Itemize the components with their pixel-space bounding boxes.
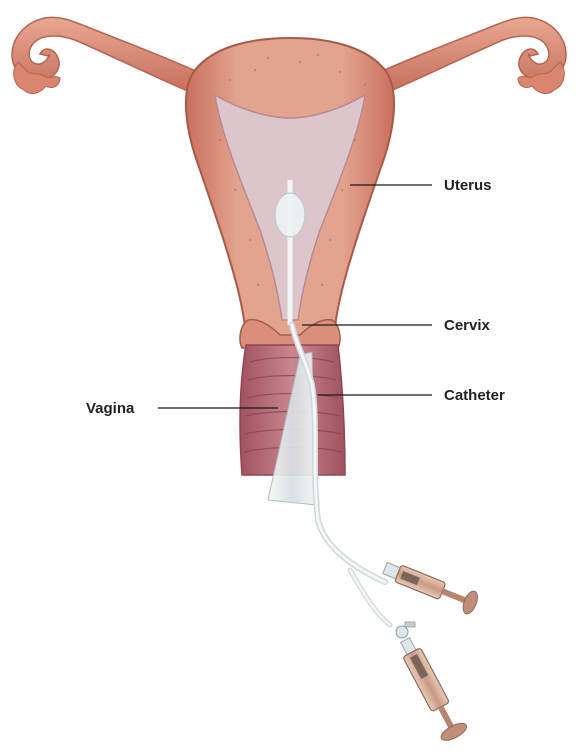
syringe-upper [381, 557, 481, 616]
fallopian-tube-right [373, 17, 566, 93]
fallopian-tube-left [12, 17, 205, 93]
cervix-label: Cervix [444, 317, 491, 334]
syringe-lower [393, 633, 469, 743]
stopcock-valve [396, 622, 415, 638]
vagina-label: Vagina [86, 400, 135, 417]
catheter-label: Catheter [444, 387, 505, 404]
uterus-label: Uterus [444, 177, 492, 194]
